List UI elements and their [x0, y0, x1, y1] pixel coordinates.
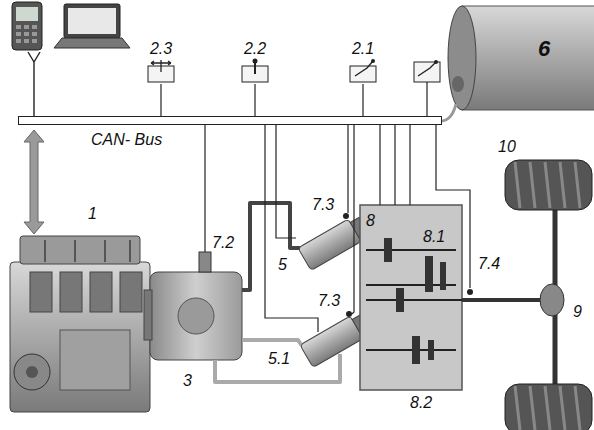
electric-unit — [442, 6, 594, 121]
callout-number: 5 — [278, 256, 287, 274]
sensor-box: 2.1 — [346, 40, 380, 84]
bus-label: CAN- Bus — [91, 131, 162, 149]
callout-number: 8 — [366, 212, 375, 230]
diesel-engine — [10, 236, 150, 412]
signal-wires — [205, 125, 470, 332]
laptop — [54, 4, 130, 48]
callout-number: 10 — [498, 138, 516, 156]
signal-wire — [254, 84, 255, 116]
callout-number: 3 — [183, 372, 192, 390]
sensor-box: 2.2 — [238, 40, 272, 84]
tire — [505, 160, 592, 210]
hydraulic-motor — [298, 214, 370, 271]
signal-wire — [160, 84, 161, 116]
callout-number: 9 — [573, 303, 582, 321]
double-arrow — [24, 130, 44, 234]
pedal-sensor — [414, 60, 440, 116]
callout-number: 8.1 — [423, 228, 445, 246]
callout-number: 7.3 — [318, 292, 340, 310]
handheld-terminal — [12, 2, 42, 50]
sensor-symbol — [239, 58, 271, 84]
callout-number: 7.4 — [478, 255, 500, 273]
can-bus-bar: CAN- Bus — [18, 116, 442, 125]
callout-number: 8.2 — [410, 394, 432, 412]
sensor-box: 2.3 — [144, 40, 178, 84]
callout-number: 2.2 — [238, 40, 272, 58]
callout-number: 1 — [88, 205, 97, 223]
callout-number: 2.1 — [346, 40, 380, 58]
callout-number: 7.2 — [212, 234, 234, 252]
sensor-symbol — [145, 58, 177, 84]
diagnostic-connector — [28, 52, 40, 116]
callout-number: 2.3 — [144, 40, 178, 58]
speed-sensor — [346, 311, 352, 317]
hydraulic-pump — [144, 252, 242, 360]
speed-sensor — [343, 213, 349, 219]
callout-number: 7.3 — [312, 196, 334, 214]
callout-number: 6 — [538, 36, 550, 62]
callout-number: 5.1 — [268, 350, 290, 368]
tire — [505, 384, 592, 430]
axle — [462, 200, 564, 392]
signal-wire — [362, 84, 363, 116]
sensor-symbol — [347, 58, 379, 84]
gearbox — [360, 205, 462, 390]
